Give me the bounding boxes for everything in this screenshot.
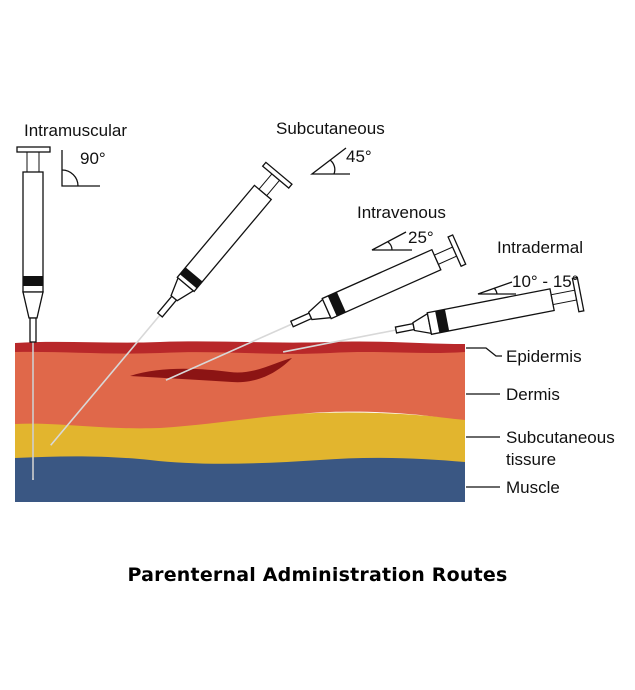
diagram-caption: Parenternal Administration Routes: [127, 564, 508, 586]
label-muscle: Muscle: [506, 478, 560, 497]
angle-90-icon: [61, 150, 100, 187]
tissue-block: [15, 341, 465, 502]
angle-label-intradermal: 10° - 15°: [512, 272, 579, 291]
label-subcutaneous-tissue-line2: tissure: [506, 450, 556, 469]
angle-label-subcutaneous: 45°: [346, 147, 372, 166]
intramuscular-syringe: [16, 146, 51, 480]
label-intramuscular: Intramuscular: [24, 121, 127, 140]
label-intradermal: Intradermal: [497, 238, 583, 257]
label-subcutaneous-tissue-line1: Subcutaneous: [506, 428, 615, 447]
label-subcutaneous: Subcutaneous: [276, 119, 385, 138]
dermis-layer: [15, 343, 465, 429]
angle-10-15-icon: [477, 281, 516, 295]
label-epidermis: Epidermis: [506, 347, 582, 366]
label-intravenous: Intravenous: [357, 203, 446, 222]
intradermal-syringe: [282, 276, 585, 353]
angle-45-icon: [310, 147, 350, 175]
angle-label-intravenous: 25°: [408, 228, 434, 247]
label-dermis: Dermis: [506, 385, 560, 404]
vein: [130, 358, 292, 383]
angle-25-icon: [371, 231, 412, 251]
intravenous-syringe: [165, 234, 467, 381]
subcutaneous-syringe: [50, 161, 293, 446]
angle-label-intramuscular: 90°: [80, 149, 106, 168]
layer-leaders: [466, 347, 502, 488]
